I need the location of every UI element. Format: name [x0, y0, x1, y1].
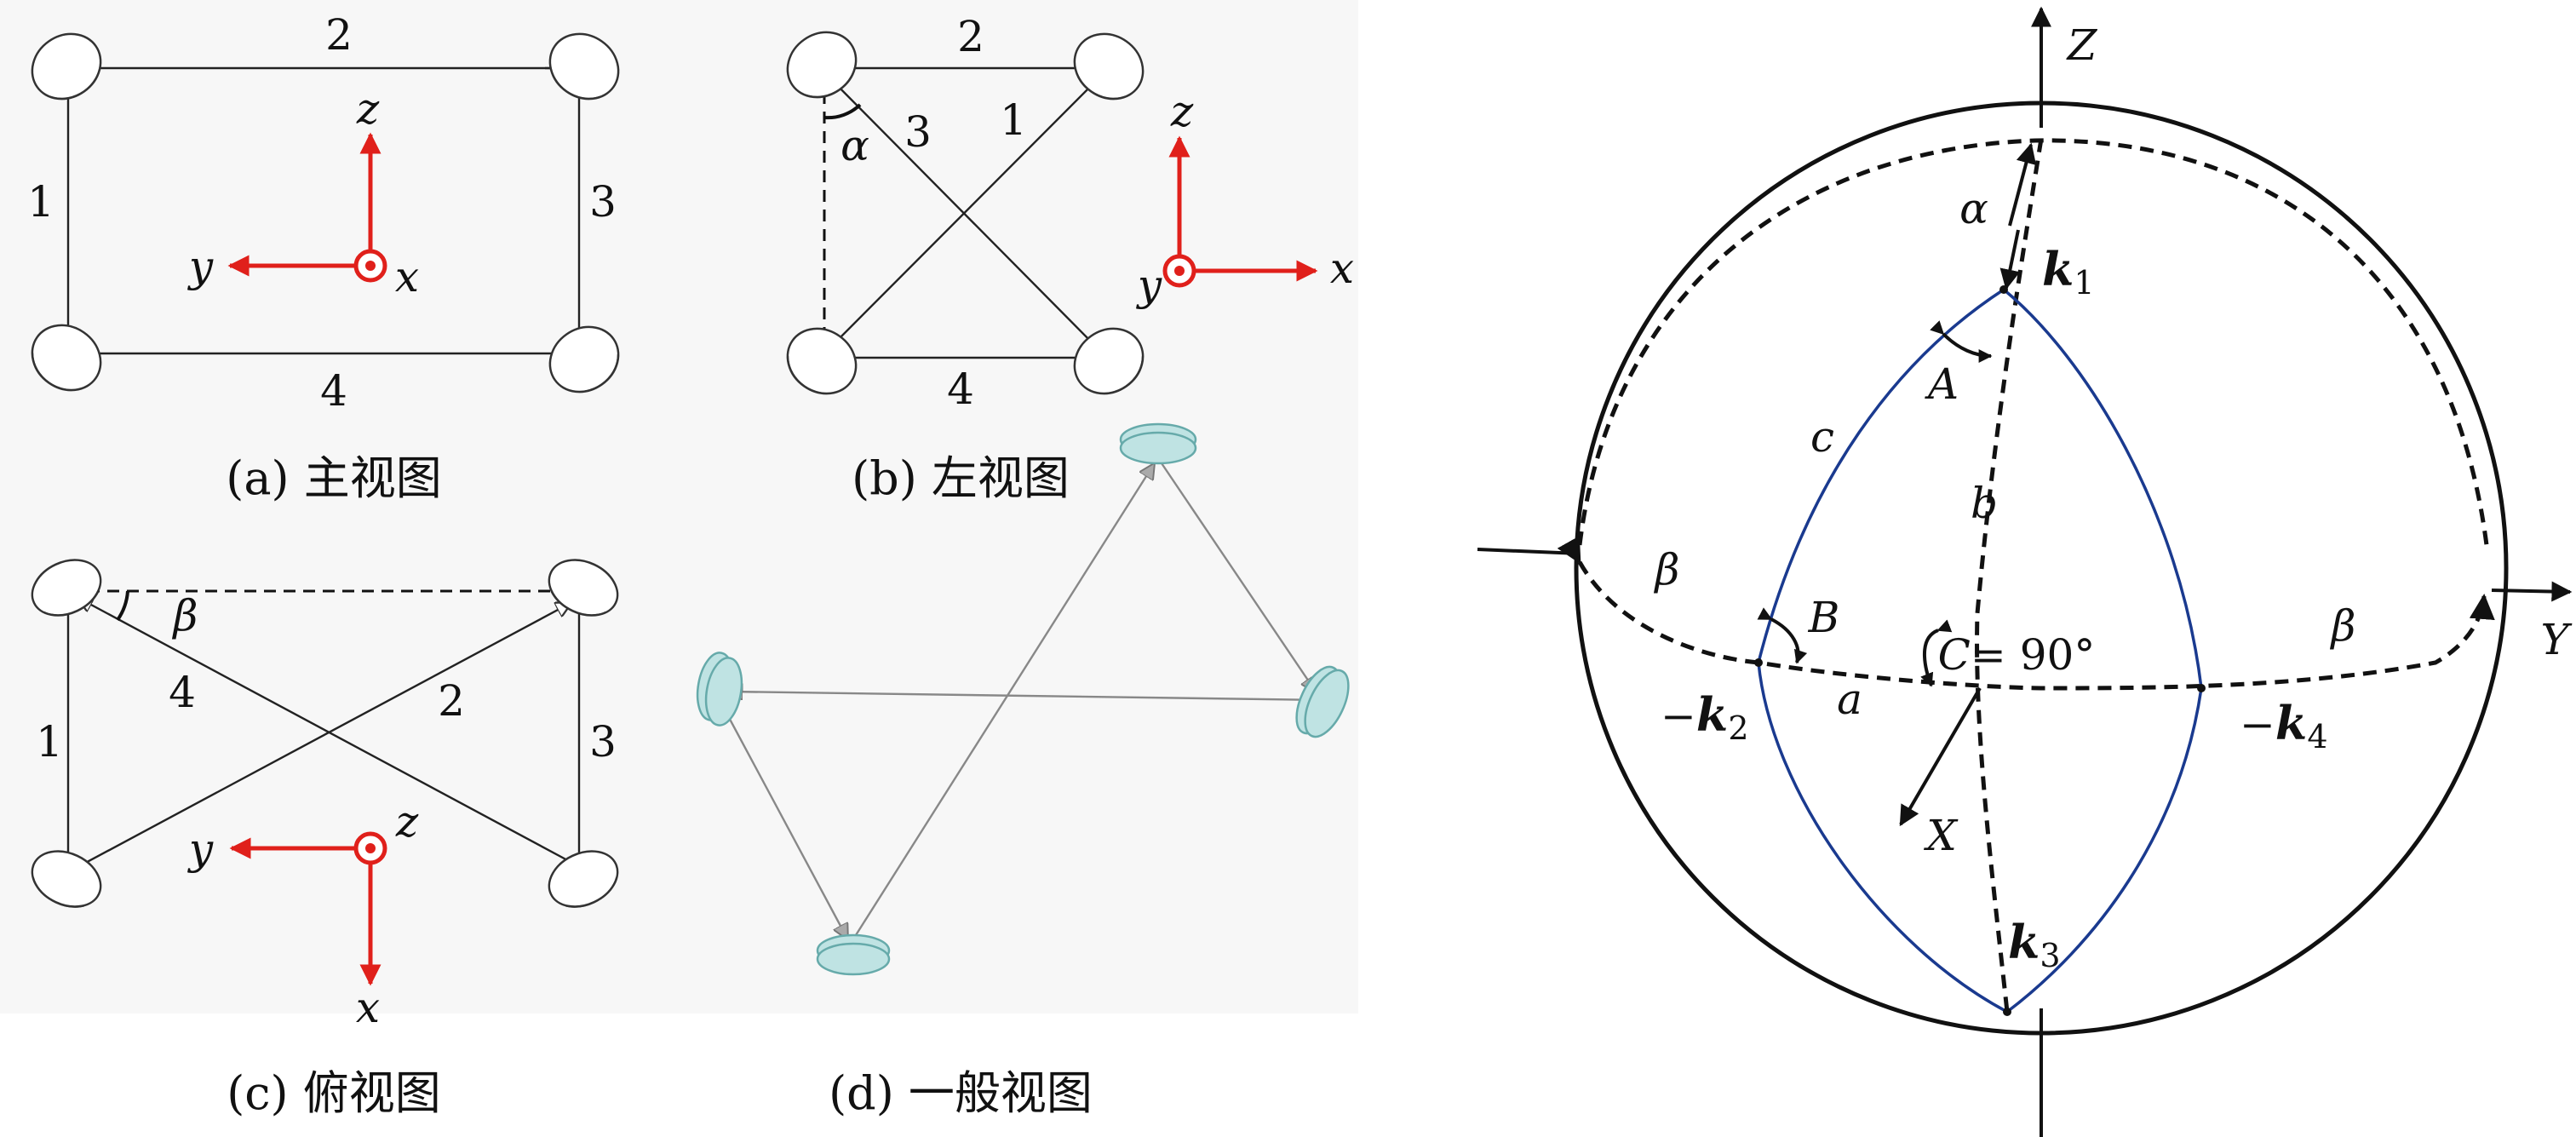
mirror-icon: [548, 32, 620, 100]
edge-label-2: 2: [438, 676, 465, 726]
mirror-icon: [696, 652, 743, 726]
mirror-icon: [1073, 32, 1145, 100]
vertex-label-k4: −k4: [2240, 696, 2328, 755]
axis-label-z: z: [1170, 87, 1194, 136]
mirror-icon: [786, 31, 858, 99]
caption-b: (b) 左视图: [852, 451, 1070, 505]
angle-label-alpha: α: [1959, 184, 1988, 233]
axis-label-y: y: [1136, 261, 1162, 310]
axis-label-x: x: [1330, 244, 1354, 293]
mirror-icon: [548, 559, 619, 617]
angle-label-C: C= 90°: [1938, 630, 2096, 680]
angle-label-beta: β: [172, 591, 198, 640]
axis-label-x: x: [356, 983, 380, 1032]
axis-label-z: z: [395, 797, 419, 847]
edge-label-1: 1: [36, 717, 63, 767]
mirror-icon: [31, 32, 102, 100]
caption-d: (d) 一般视图: [829, 1066, 1093, 1120]
svg-text:−k2: −k2: [1661, 687, 1749, 747]
edge-label-4: 4: [947, 365, 974, 414]
mirror-icon: [31, 850, 102, 908]
mirror-icon: [816, 933, 891, 976]
panel-b-left-view: 2 3 1 4 α z x y (b) 左视图: [786, 12, 1354, 505]
vertex-label-k3: k3: [2008, 915, 2061, 974]
axis-label-y: y: [187, 824, 214, 874]
axis-label-Z: Z: [2066, 20, 2098, 70]
mirror-icon: [1073, 327, 1145, 395]
mirror-icon: [786, 327, 858, 395]
mirror-icon: [548, 850, 619, 908]
caption-a: (a) 主视图: [226, 451, 442, 505]
edge-label-3: 3: [589, 177, 617, 227]
edge-label-3: 3: [904, 107, 932, 157]
angle-arc-A: [1930, 320, 1993, 363]
axis-label-Y: Y: [2540, 615, 2572, 664]
axis-label-X: X: [1923, 811, 1959, 860]
angle-arc-C: [1920, 619, 1953, 687]
angle-label-beta-left: β: [1654, 545, 1680, 594]
edge-label-2: 2: [325, 10, 353, 60]
angle-label-A: A: [1925, 359, 1959, 409]
mirror-icon: [31, 324, 102, 392]
x-axis-arrow: [1899, 686, 1982, 827]
vertex-label-k2: −k2: [1661, 687, 1749, 747]
edge-label-1: 1: [1000, 95, 1027, 145]
mirror-icon: [31, 559, 102, 617]
svg-text:−k4: −k4: [2240, 696, 2328, 755]
panel-d-general-view: (d) 一般视图: [696, 422, 1350, 1120]
angle-arc-B: [1757, 607, 1808, 664]
side-label-a: a: [1837, 675, 1862, 724]
edge-label-4: 4: [169, 668, 196, 717]
svg-text:k1: k1: [2042, 242, 2095, 301]
svg-text:k3: k3: [2008, 915, 2061, 974]
edge-label-4: 4: [320, 366, 347, 416]
angle-label-alpha: α: [840, 121, 869, 170]
side-label-b: b: [1971, 479, 1998, 528]
panel-a-front-view: 2 1 3 4 z y x (a) 主视图: [27, 10, 620, 505]
axis-label-y: y: [187, 242, 214, 291]
edge-label-3: 3: [589, 717, 617, 767]
svg-text:C= 90°: C= 90°: [1938, 630, 2096, 680]
mirror-icon: [1119, 422, 1197, 465]
edge-label-1: 1: [27, 177, 55, 227]
axis-label-x: x: [395, 252, 419, 301]
axis-label-z: z: [356, 84, 380, 134]
caption-c: (c) 俯视图: [227, 1066, 441, 1120]
unit-sphere: [1574, 100, 2509, 1036]
angle-label-beta-right: β: [2330, 601, 2356, 651]
views-panel-background: [0, 0, 1358, 1014]
mirror-icon: [548, 325, 620, 393]
panel-c-top-view: 4 2 1 3 β y z x (c) 俯视图: [31, 559, 619, 1120]
angle-label-B: B: [1808, 593, 1840, 642]
side-label-c: c: [1810, 412, 1834, 462]
celestial-sphere-diagram: Z Y X α β β A B C= 90° c b a k1 −k2 k3 −…: [1477, 6, 2572, 1137]
y-axis-left: [1477, 548, 1581, 555]
vertex-label-k1: k1: [2042, 242, 2095, 301]
edge-label-2: 2: [957, 12, 984, 61]
mirror-icon: [1295, 665, 1350, 738]
